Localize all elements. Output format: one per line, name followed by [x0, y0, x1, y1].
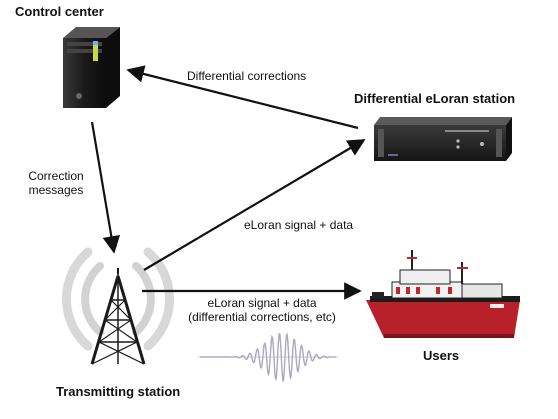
- eloran-signal-upper-label: eLoran signal + data: [244, 218, 354, 232]
- rack-receiver-icon: [374, 117, 512, 161]
- server-icon: [63, 27, 120, 108]
- arrow-tx-to-station: [143, 139, 366, 271]
- correction-line-2: messages: [28, 183, 84, 197]
- radio-tower-icon: [62, 247, 174, 365]
- control-center-label: Control center: [15, 4, 104, 19]
- correction-messages-label: Correction messages: [20, 169, 92, 197]
- arrow-control-to-tx: [90, 121, 121, 254]
- signal-waveform-icon: [198, 332, 338, 383]
- users-label: Users: [423, 348, 460, 363]
- ship-icon: [366, 250, 520, 338]
- eloran-lower-line-2: (differential corrections, etc): [188, 310, 336, 324]
- eloran-lower-line-1: eLoran signal + data: [207, 296, 317, 310]
- correction-line-1: Correction: [28, 169, 84, 183]
- arrow-station-to-control: [126, 65, 359, 130]
- transmitting-station-label: Transmitting station: [56, 384, 181, 399]
- eloran-signal-lower-label: eLoran signal + data (differential corre…: [167, 296, 357, 324]
- differential-station-label: Differential eLoran station: [354, 91, 516, 106]
- differential-corrections-label: Differential corrections: [187, 69, 307, 83]
